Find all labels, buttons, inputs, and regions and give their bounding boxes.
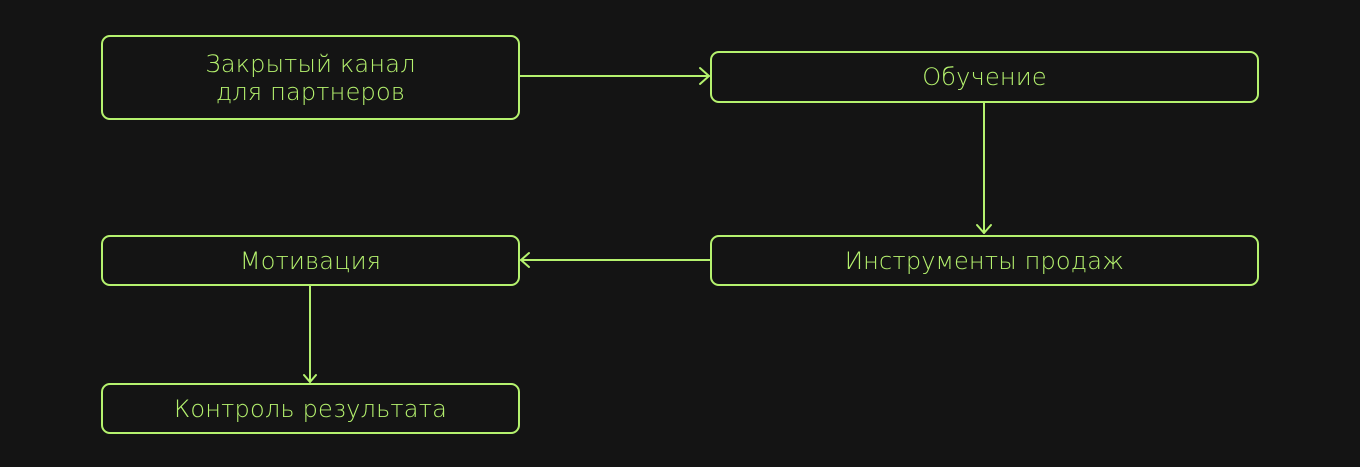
node-training: Обучение [710,51,1259,103]
node-label: Контроль результата [174,394,447,423]
node-label: Обучение [922,63,1047,91]
node-result-control: Контроль результата [101,383,520,434]
node-label: Закрытый канал для партнеров [205,49,416,106]
arrow-n3-to-n4 [520,252,711,268]
node-label: Мотивация [239,246,382,275]
node-sales-tools: Инструменты продаж [710,235,1259,286]
arrow-n4-to-n5 [303,285,317,383]
node-motivation: Мотивация [101,235,520,286]
node-closed-partner-channel: Закрытый канал для партнеров [101,35,520,120]
arrow-n2-to-n3 [976,102,992,234]
arrow-n1-to-n2 [519,67,710,85]
node-label: Инструменты продаж [844,246,1125,275]
